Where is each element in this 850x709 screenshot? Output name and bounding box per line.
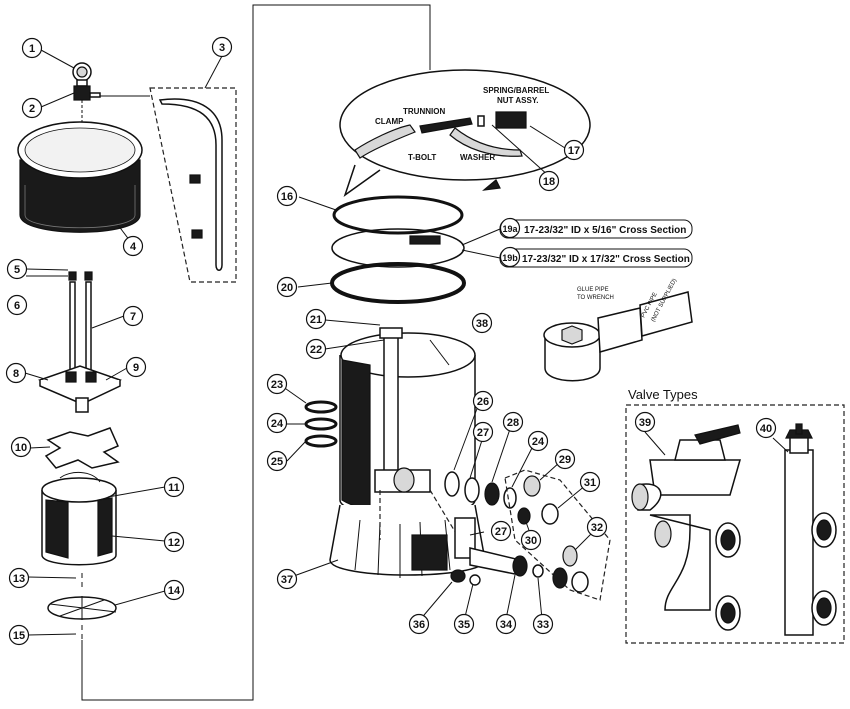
label-clamp: CLAMP	[375, 117, 404, 126]
callout-17: 17	[568, 145, 580, 157]
callout-19a: 19a	[502, 224, 518, 234]
callout-36: 36	[413, 619, 425, 631]
o-ring-19b	[330, 262, 466, 304]
callout-15: 15	[13, 630, 25, 642]
lateral-tubes	[68, 271, 93, 373]
callout-40: 40	[760, 423, 772, 435]
label-glue-pipe-2: TO WRENCH	[577, 295, 614, 301]
callout-25: 25	[271, 456, 283, 468]
callout-35: 35	[458, 619, 470, 631]
clamp-hardware	[409, 235, 441, 245]
callout-29: 29	[559, 454, 571, 466]
callout-39: 39	[639, 417, 651, 429]
callout-18: 18	[543, 176, 555, 188]
callout-30: 30	[525, 535, 537, 547]
callout-13: 13	[13, 573, 25, 585]
spec-text-19a: 17-23/32" ID x 5/16" Cross Section	[524, 225, 686, 236]
callout-26: 26	[477, 396, 489, 408]
callout-21: 21	[310, 314, 322, 326]
callout-10: 10	[15, 442, 27, 454]
clamp-detail-bubble	[339, 69, 591, 197]
air-relief-valve	[73, 85, 101, 140]
callout-23: 23	[271, 379, 283, 391]
manifold	[37, 365, 122, 413]
valve-types-box	[625, 404, 845, 644]
callouts: 1 2 3 4 5 6 7 8 9 10 11 12 13 14 15 16 1…	[5, 36, 789, 646]
callout-24-left: 24	[271, 418, 284, 430]
callout-9: 9	[133, 362, 139, 374]
cartridge-gasket	[44, 427, 120, 469]
label-spring-barrel-2: NUT ASSY.	[497, 96, 539, 105]
union-wrench	[543, 291, 693, 382]
multiport-valve	[631, 424, 741, 631]
callout-6: 6	[14, 300, 20, 312]
callout-2: 2	[29, 103, 35, 115]
callout-8: 8	[13, 368, 19, 380]
spec-text-19b: 17-23/32" ID x 17/32" Cross Section	[522, 254, 690, 265]
o-ring-19a	[331, 228, 465, 268]
label-washer: WASHER	[460, 153, 495, 162]
valve-types-title: Valve Types	[628, 387, 698, 402]
callout-19b: 19b	[502, 253, 518, 263]
callout-14: 14	[168, 585, 181, 597]
callout-20: 20	[281, 282, 293, 294]
filter-cartridge	[41, 472, 117, 566]
push-pull-valve	[784, 423, 837, 636]
air-relief-tube-assembly	[100, 87, 237, 283]
callout-11: 11	[168, 482, 180, 494]
callout-33: 33	[537, 619, 549, 631]
callout-28: 28	[507, 417, 519, 429]
callout-7: 7	[130, 311, 136, 323]
callout-37: 37	[281, 574, 293, 586]
filter-lid	[17, 121, 143, 233]
callout-34: 34	[500, 619, 513, 631]
cartridge-support	[47, 573, 117, 640]
callout-3: 3	[219, 42, 225, 54]
drain-fittings	[450, 517, 528, 586]
callout-16: 16	[281, 191, 293, 203]
side-fittings	[444, 469, 611, 601]
label-spring-barrel-1: SPRING/BARREL	[483, 86, 549, 95]
callout-22: 22	[310, 344, 322, 356]
callout-27-bottom: 27	[495, 526, 507, 538]
callout-32: 32	[591, 522, 603, 534]
callout-5: 5	[14, 264, 20, 276]
callout-24-right: 24	[532, 436, 545, 448]
callout-31: 31	[584, 477, 596, 489]
callout-38: 38	[476, 318, 488, 330]
filter-tank	[329, 327, 486, 578]
callout-4: 4	[130, 241, 137, 253]
label-glue-pipe-1: GLUE PIPE	[577, 287, 609, 293]
clamp-ring	[332, 195, 464, 235]
callout-27-top: 27	[477, 427, 489, 439]
callout-1: 1	[29, 43, 35, 55]
label-trunnion: TRUNNION	[403, 107, 445, 116]
callout-12: 12	[168, 537, 180, 549]
assembly-bracket-line	[81, 4, 431, 701]
label-t-bolt: T-BOLT	[408, 153, 436, 162]
pressure-gauge	[72, 62, 92, 87]
o-ring-stack	[304, 400, 338, 448]
